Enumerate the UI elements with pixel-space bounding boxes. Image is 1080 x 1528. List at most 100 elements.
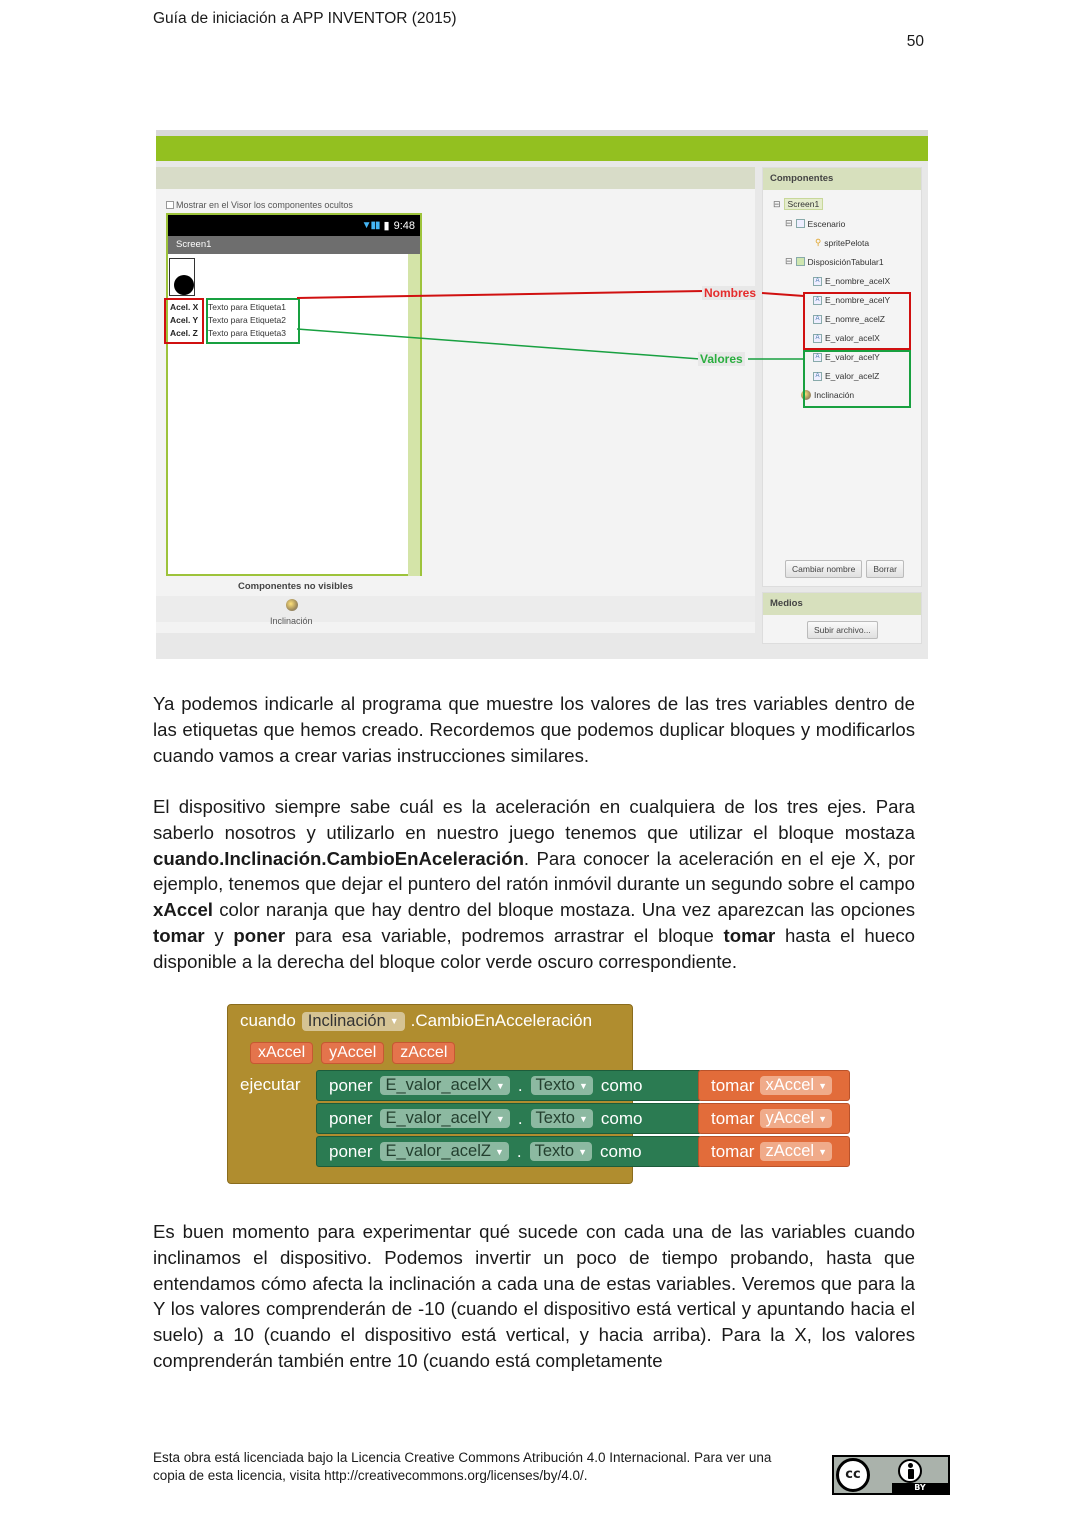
text-run: para esa variable, podremos arrastrar el… <box>285 924 724 946</box>
event-name: .CambioEnAcceleración <box>410 1011 593 1030</box>
paragraph-2: El dispositivo siempre sabe cuál es la a… <box>153 794 915 975</box>
label-name-y[interactable]: Acel. Y <box>170 315 199 325</box>
target-name: E_valor_acelY <box>385 1109 492 1127</box>
names-connector-left <box>296 290 705 299</box>
blocks-figure: cuando Inclinación▼ .CambioEnAcceleració… <box>227 1004 853 1184</box>
cc-icon: cc <box>836 1458 870 1492</box>
collapse-icon[interactable]: ⊟ <box>785 256 793 266</box>
tree-label-sprite: spritePelota <box>824 237 870 248</box>
tree-item-screen1[interactable]: ⊟ Screen1 <box>773 198 824 210</box>
show-hidden-row[interactable]: Mostrar en el Visor los componentes ocul… <box>166 200 353 210</box>
canvas-icon <box>795 219 805 228</box>
dot-separator: . <box>516 1141 522 1161</box>
collapse-icon[interactable]: ⊟ <box>773 198 781 209</box>
tree-item-name-z[interactable]: A E_nomre_acelZ <box>813 314 885 324</box>
annotation-lines <box>296 290 805 360</box>
label-name-x[interactable]: Acel. X <box>170 302 199 312</box>
tree-item-name-y[interactable]: A E_nombre_acelY <box>813 295 890 305</box>
variable-dropdown[interactable]: yAccel▼ <box>760 1109 832 1128</box>
variable-dropdown[interactable]: xAccel▼ <box>760 1076 832 1095</box>
ball-sprite[interactable] <box>174 275 194 295</box>
tree-item-name-x[interactable]: A E_nombre_acelX <box>813 276 890 286</box>
show-hidden-checkbox[interactable] <box>166 201 174 209</box>
property-dropdown[interactable]: Texto▼ <box>529 1142 592 1161</box>
phone-status-bar: ▼▮▮ ▮ 9:48 <box>168 215 420 236</box>
setter-block-z[interactable]: poner E_valor_acelZ▼ . Texto▼ como <box>316 1136 702 1167</box>
getter-block-x[interactable]: tomar xAccel▼ <box>698 1070 850 1101</box>
label-name-z[interactable]: Acel. Z <box>170 328 198 338</box>
getter-block-z[interactable]: tomar zAccel▼ <box>698 1136 850 1167</box>
running-header: Guía de iniciación a APP INVENTOR (2015) <box>153 10 457 27</box>
variable-dropdown[interactable]: zAccel▼ <box>760 1142 832 1161</box>
by-label: BY <box>892 1483 948 1493</box>
names-connector-right <box>761 292 805 297</box>
text-run: El dispositivo siempre sabe cuál es la a… <box>153 796 915 843</box>
property-dropdown[interactable]: Texto▼ <box>530 1109 593 1128</box>
label-icon: A <box>813 314 822 324</box>
names-highlight-box <box>164 298 204 344</box>
designer-screenshot: Mostrar en el Visor los componentes ocul… <box>156 130 928 659</box>
label-icon: A <box>813 371 822 381</box>
media-panel: Medios Subir archivo... <box>762 592 922 644</box>
dropdown-arrow-icon: ▼ <box>818 1113 827 1124</box>
as-keyword: como <box>600 1108 643 1128</box>
variable-name: zAccel <box>765 1142 815 1160</box>
property-name: Texto <box>534 1142 575 1160</box>
target-dropdown[interactable]: E_valor_acelY▼ <box>380 1109 510 1128</box>
page-number: 50 <box>906 33 924 50</box>
tree-item-sprite[interactable]: ⚲ spritePelota <box>815 237 869 248</box>
upload-file-button[interactable]: Subir archivo... <box>807 621 878 639</box>
target-dropdown[interactable]: E_valor_acelZ▼ <box>380 1142 509 1161</box>
components-header: Componentes <box>763 168 921 190</box>
sprite-icon: ⚲ <box>815 237 822 247</box>
as-keyword: como <box>599 1141 642 1161</box>
label-value-2[interactable]: Texto para Etiqueta2 <box>208 315 286 325</box>
tree-item-value-y[interactable]: A E_valor_acelY <box>813 352 880 362</box>
cc-by-badge[interactable]: cc BY <box>832 1455 950 1495</box>
phone-scrollbar <box>408 254 420 576</box>
collapse-icon[interactable]: ⊟ <box>785 218 793 228</box>
tree-label: E_valor_acelY <box>825 352 880 362</box>
setter-block-y[interactable]: poner E_valor_acelY▼ . Texto▼ como <box>316 1103 702 1134</box>
setter-block-x[interactable]: poner E_valor_acelX▼ . Texto▼ como <box>316 1070 702 1101</box>
paragraph-3: Es buen momento para experimentar qué su… <box>153 1221 915 1371</box>
signal-icon: ▼▮▮ <box>361 220 381 231</box>
dropdown-arrow-icon: ▼ <box>578 1080 588 1091</box>
target-name: E_valor_acelX <box>385 1076 492 1094</box>
target-dropdown[interactable]: E_valor_acelX▼ <box>380 1076 510 1095</box>
tree-item-tabular[interactable]: ⊟ DisposiciónTabular1 <box>785 256 884 267</box>
param-zaccel[interactable]: zAccel <box>392 1042 456 1064</box>
bold-run-xaccel: xAccel <box>153 899 213 921</box>
label-icon: A <box>813 295 822 305</box>
component-name: Inclinación <box>307 1011 386 1030</box>
get-keyword: tomar <box>711 1108 755 1128</box>
dropdown-arrow-icon: ▼ <box>389 1016 399 1026</box>
param-yaccel[interactable]: yAccel <box>321 1042 385 1064</box>
component-dropdown[interactable]: Inclinación▼ <box>301 1011 405 1031</box>
screen-title-bar: Screen1 <box>168 236 420 254</box>
text-run: y <box>204 924 234 946</box>
table-arrangement-icon <box>795 257 805 266</box>
delete-button[interactable]: Borrar <box>866 560 904 578</box>
tree-item-value-x[interactable]: A E_valor_acelX <box>813 333 880 343</box>
battery-icon: ▮ <box>383 220 390 232</box>
label-value-1[interactable]: Texto para Etiqueta1 <box>208 302 286 312</box>
param-xaccel[interactable]: xAccel <box>250 1042 314 1064</box>
getter-block-y[interactable]: tomar yAccel▼ <box>698 1103 850 1134</box>
bold-run-event-block: cuando.Inclinación.CambioEnAceleración <box>153 847 524 869</box>
rename-button[interactable]: Cambiar nombre <box>785 560 863 578</box>
sprite-canvas[interactable] <box>169 258 195 296</box>
nonvisible-components-title: Componentes no visibles <box>238 581 354 592</box>
tree-item-inclinacion[interactable]: Inclinación <box>801 390 854 400</box>
property-dropdown[interactable]: Texto▼ <box>530 1076 593 1095</box>
tree-item-escenario[interactable]: ⊟ Escenario <box>785 218 845 229</box>
get-keyword: tomar <box>711 1141 755 1161</box>
values-highlight-box <box>206 298 300 344</box>
tree-item-value-z[interactable]: A E_valor_acelZ <box>813 371 879 381</box>
label-value-3[interactable]: Texto para Etiqueta3 <box>208 328 286 338</box>
person-head <box>908 1463 913 1468</box>
text-run: hasta el hueco disponible a la derecha d… <box>153 924 915 972</box>
top-green-bar <box>156 130 928 161</box>
status-time: 9:48 <box>393 219 415 232</box>
dropdown-arrow-icon: ▼ <box>495 1113 505 1124</box>
